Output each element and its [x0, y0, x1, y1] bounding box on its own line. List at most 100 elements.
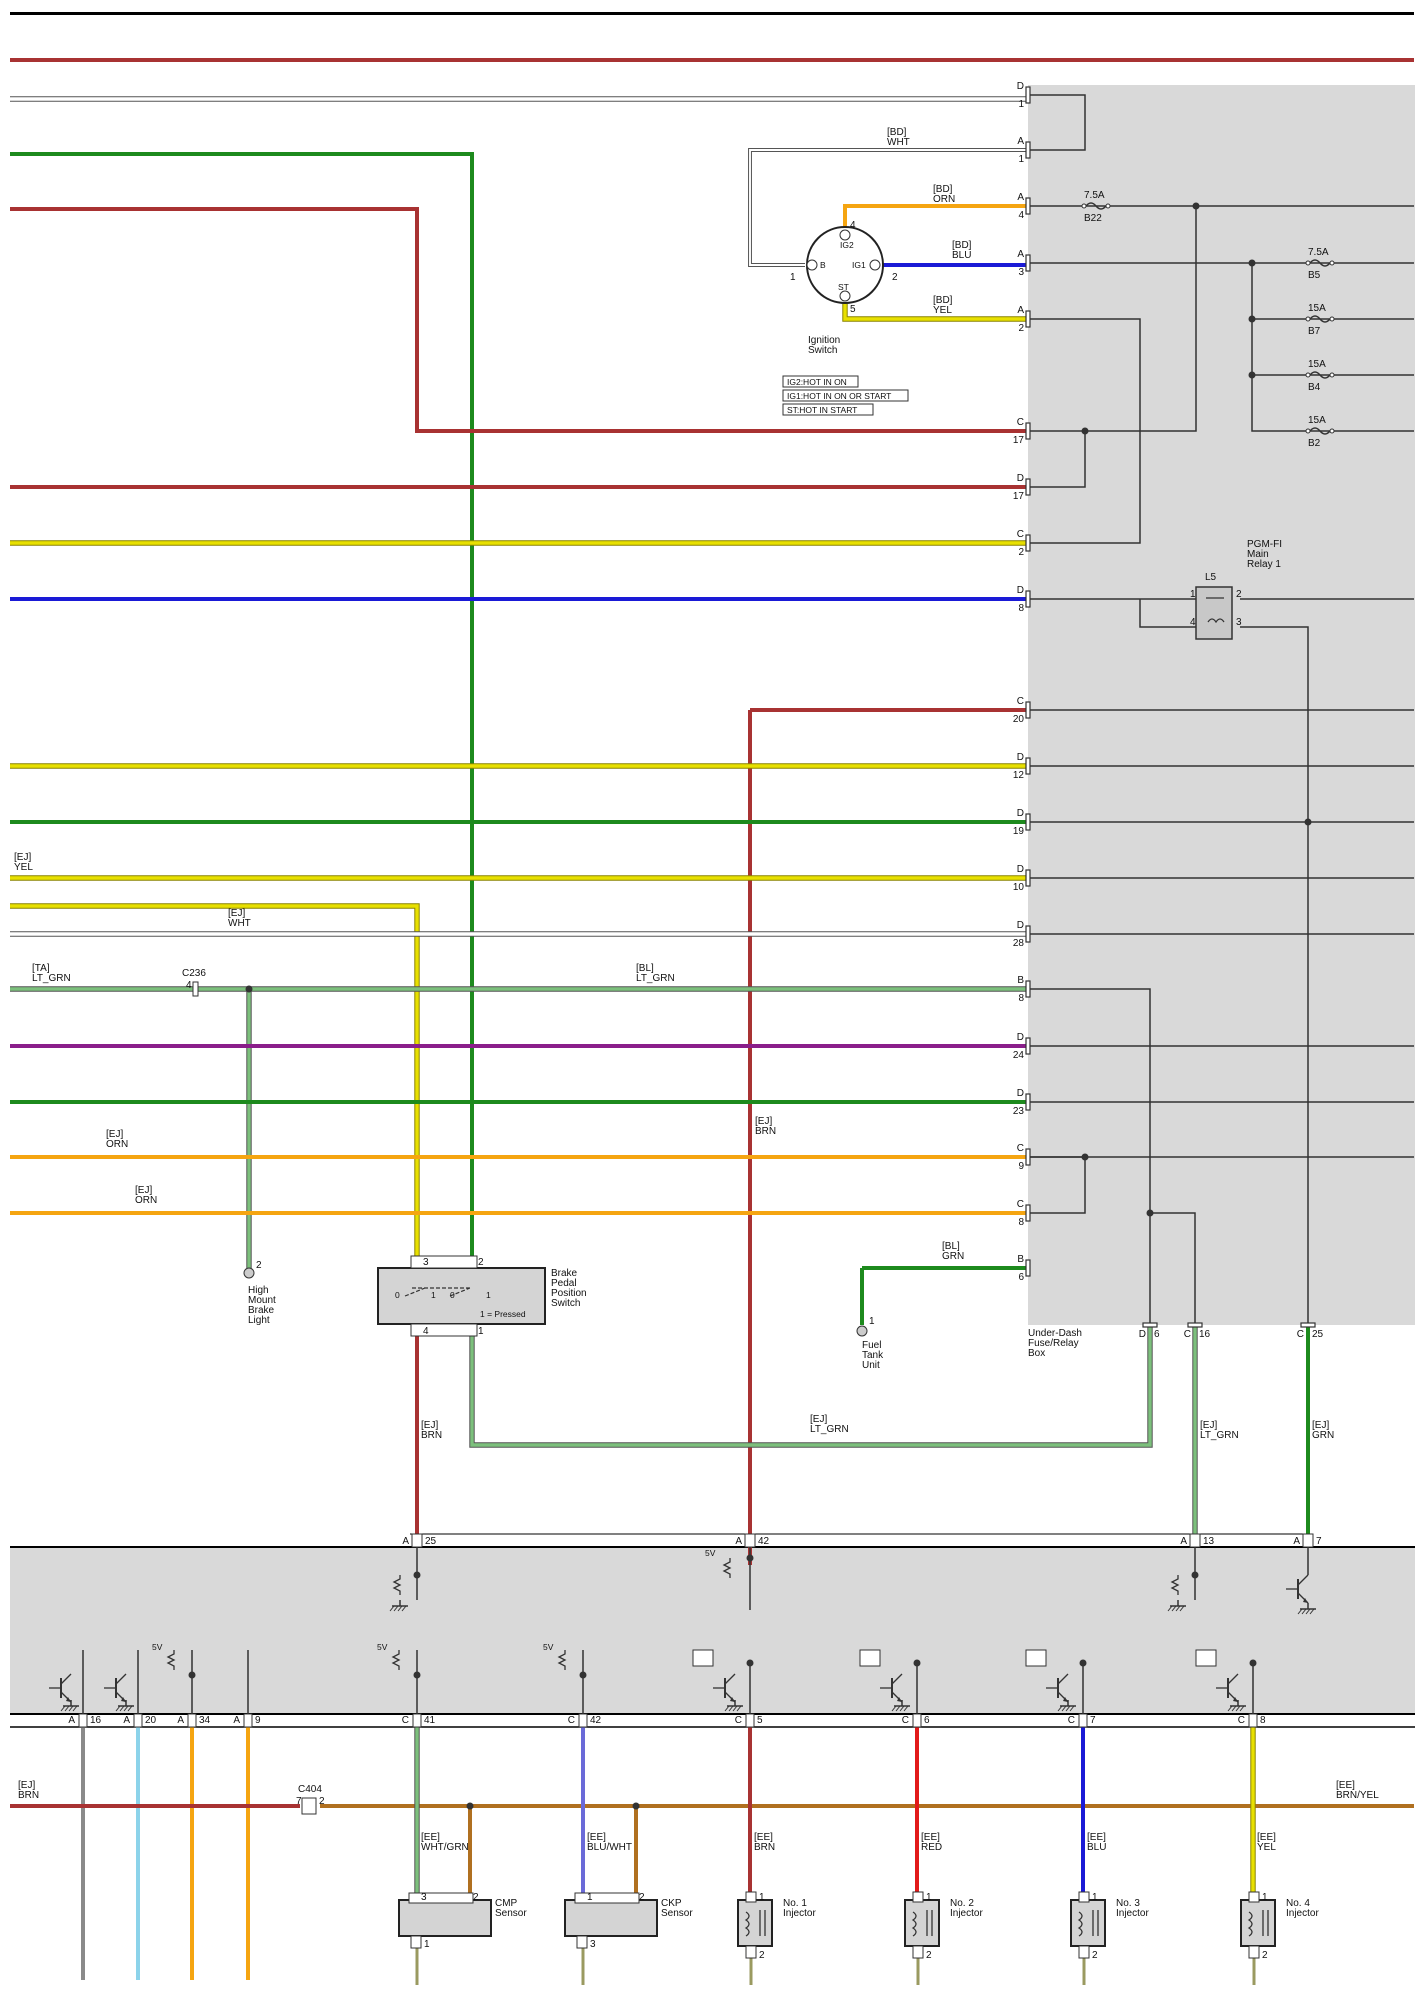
- fuse-b7-id: B7: [1308, 326, 1321, 337]
- fuse-b2-end: [1329, 428, 1335, 434]
- fusebox-conn-11-num: 19: [1013, 826, 1025, 837]
- ecm-res-13: [1170, 1575, 1180, 1595]
- fusebox-conn-0-num: 1: [1018, 99, 1024, 110]
- ecm-tr-gnd-0-hatch: [64, 1705, 70, 1712]
- fusebox-conn-0-conn: D: [1017, 81, 1024, 92]
- ignition-terminal-3: [839, 290, 851, 302]
- ecm-gnd-7-hatch: [1297, 1608, 1303, 1615]
- top-rule: [10, 12, 1414, 15]
- ecm-bottom-name-2: A: [177, 1715, 184, 1726]
- ecm-tr-gnd-1-hatch: [119, 1705, 125, 1712]
- ecm-gnd-13-hatch: [1175, 1605, 1181, 1612]
- fuse-b7: [1309, 315, 1331, 323]
- ecm-pu-dot-0: [188, 1671, 196, 1679]
- fuse-b4-rating: 15A: [1308, 359, 1326, 370]
- fusebox-conn-9-pin: [1025, 701, 1031, 719]
- ecm-inj-gnd-2-hatch: [1065, 1705, 1071, 1712]
- ecm-res-25: [392, 1575, 402, 1595]
- injector-wire-label-2: [EE]BLU: [1087, 1832, 1106, 1853]
- ecm-tr-gnd-1-hatch: [127, 1705, 133, 1712]
- int-relay3: [1240, 626, 1309, 1325]
- fusebox-conn-3-pin: [1025, 254, 1031, 272]
- ecm-inj-dot-1: [913, 1659, 921, 1667]
- fusebox-conn-4-pin: [1025, 310, 1031, 328]
- fusebox-bottom-2-num: 25: [1312, 1329, 1324, 1340]
- ecm-inj-gnd-2-hatch: [1069, 1705, 1075, 1712]
- fusebox-conn-3-conn: A: [1017, 249, 1024, 260]
- fusebox-bottom-2-pin: [1300, 1322, 1316, 1328]
- ecm-inj-tr-1-arrow: [897, 1697, 902, 1702]
- ecm-inj-gnd-0-hatch: [736, 1705, 742, 1712]
- ecm-pu-5v-0: 5V: [152, 1642, 163, 1652]
- fuse-b7-end: [1305, 316, 1311, 322]
- ecm-tr-7-arrow: [1303, 1598, 1308, 1603]
- ig-term-ig1: IG1: [852, 260, 866, 270]
- fusebox-conn-7-pin: [1025, 534, 1031, 552]
- injector-pin1-2: 1: [1092, 1892, 1098, 1903]
- brake-pin4: 4: [423, 1326, 429, 1337]
- ecm-inj-gnd-1-hatch: [903, 1705, 909, 1712]
- label-brn-ej-mid: [EJ]BRN: [755, 1116, 776, 1137]
- fusebox-bottom-2-conn: C: [1297, 1329, 1304, 1340]
- wire-yel-brake-outline: [10, 903, 420, 1260]
- ecm-inj-tr-2-c: [1057, 1673, 1069, 1685]
- ecm-top-name-1: A: [735, 1536, 742, 1547]
- ecm-tr-gnd-1-hatch: [115, 1705, 121, 1712]
- ecm-pu-dot-2: [579, 1671, 587, 1679]
- label-yel-ej: [EJ]YEL: [14, 852, 33, 873]
- relay-body: [1195, 586, 1233, 640]
- fusebox-conn-5-conn: C: [1017, 417, 1024, 428]
- ecm-inj-gnd-2-hatch: [1057, 1705, 1063, 1712]
- ecm-tr-7-c: [1297, 1574, 1309, 1586]
- injector-4-body: [1240, 1899, 1276, 1947]
- fusebox-conn-13-pin: [1025, 925, 1031, 943]
- injector-pin1-3: 1: [1262, 1892, 1268, 1903]
- fuse-b2-end: [1305, 428, 1311, 434]
- brake-pin1: 1: [478, 1326, 484, 1337]
- relay-coil: [1207, 618, 1225, 624]
- ig-pin2: 2: [892, 272, 898, 283]
- ecm-inj-tr-1: [880, 1673, 903, 1703]
- ecm-bottom-pin-0: 16: [90, 1715, 102, 1726]
- fusebox-conn-12-pin: [1025, 869, 1031, 887]
- ecm-dot-13: [1191, 1571, 1199, 1579]
- ecm-gnd-7: [1297, 1603, 1316, 1615]
- fusebox-bottom-0-num: 6: [1154, 1329, 1160, 1340]
- fusebox-conn-6-num: 17: [1013, 491, 1025, 502]
- ckp-sensor-body: [564, 1899, 658, 1937]
- fuse-b5-id: B5: [1308, 270, 1321, 281]
- fusebox-conn-17-conn: C: [1017, 1143, 1024, 1154]
- injector-pin1-1: 1: [926, 1892, 932, 1903]
- ig-legend-1: IG1:HOT IN ON OR START: [787, 391, 891, 401]
- fuse-relay-box-body: [1028, 85, 1415, 1325]
- ecm-gnd-25-hatch: [401, 1605, 407, 1612]
- ecm-inj-driver-box-0: [692, 1649, 714, 1667]
- wire-red-c17: [10, 207, 1028, 433]
- ig-legend-2: ST:HOT IN START: [787, 405, 857, 415]
- ecm-bottom-pin-3: 9: [255, 1715, 261, 1726]
- ecm-gnd-13-hatch: [1167, 1605, 1173, 1612]
- label-brn-ej-left: [EJ]BRN: [421, 1420, 442, 1441]
- injector-4-coil: [1247, 1910, 1269, 1937]
- sensor-pin-c-1: 3: [590, 1939, 596, 1950]
- ignition-terminal-1: [806, 259, 818, 271]
- fuse-b2-id: B2: [1308, 438, 1321, 449]
- fusebox-bottom-1-pin: [1187, 1322, 1203, 1328]
- injector-wire-label-3: [EE]YEL: [1257, 1832, 1276, 1853]
- fuse-b7-end: [1329, 316, 1335, 322]
- ecm-inj-gnd-1: [891, 1700, 910, 1712]
- sensor-pin-a-1: 1: [587, 1892, 593, 1903]
- fusebox-conn-9-conn: C: [1017, 696, 1024, 707]
- injector-1-body: [737, 1899, 773, 1947]
- ecm-inj-gnd-2-hatch: [1061, 1705, 1067, 1712]
- injector-1-conn-top: [745, 1891, 757, 1903]
- ecm-tr-1: [104, 1673, 127, 1703]
- ig-pin4: 4: [850, 220, 856, 231]
- ecm-pu-res-2: [557, 1650, 567, 1670]
- fuse-b4-end: [1329, 372, 1335, 378]
- ecm-tr-gnd-0: [60, 1700, 79, 1712]
- fuse-b2-rating: 15A: [1308, 415, 1326, 426]
